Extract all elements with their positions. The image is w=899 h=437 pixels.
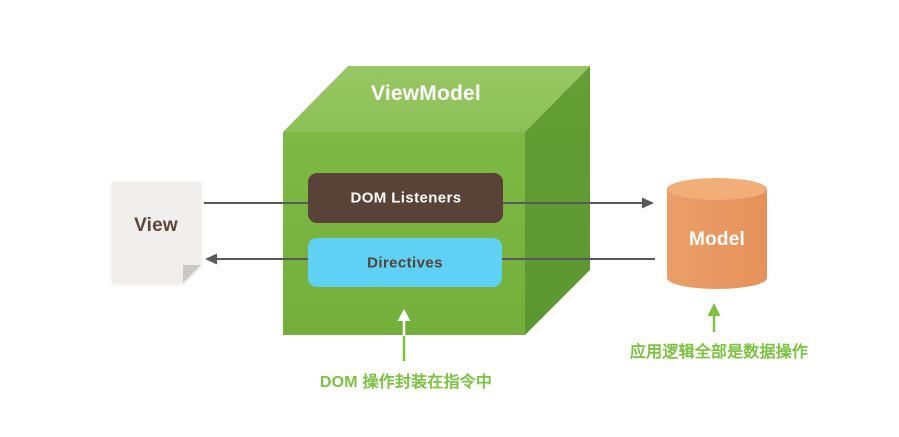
cube-right-face (525, 66, 590, 335)
directives-label: Directives (367, 254, 443, 272)
model-cylinder-top (667, 178, 767, 200)
view-document-page (112, 182, 201, 283)
model-label: Model (689, 229, 745, 250)
view-document-fold (183, 265, 201, 283)
view-label: View (134, 215, 178, 236)
model-note-arrow (707, 303, 721, 332)
viewmodel-caption: DOM 操作封装在指令中 (319, 374, 493, 391)
viewmodel-note-arrow (397, 309, 411, 361)
dom-listeners-label: DOM Listeners (350, 189, 462, 207)
viewmodel-cube (283, 66, 590, 335)
dom-listeners-box (308, 173, 503, 223)
directives-box (308, 238, 502, 287)
view-document-icon (112, 182, 201, 283)
cube-top-face (283, 66, 590, 132)
model-caption: 应用逻辑全部是数据操作 (629, 344, 809, 361)
cube-front-face (283, 132, 525, 335)
viewmodel-label: ViewModel (371, 82, 481, 105)
model-cylinder-body (667, 189, 767, 289)
model-cylinder-icon (667, 178, 767, 289)
